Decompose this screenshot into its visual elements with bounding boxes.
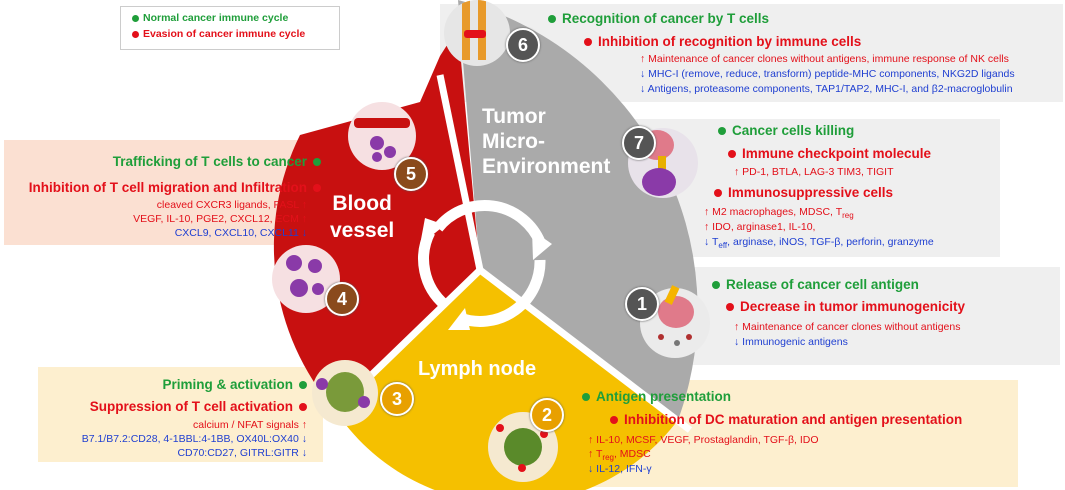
blood-vessel-label: Blood vessel xyxy=(330,192,395,242)
step-4-number: 4 xyxy=(325,282,359,316)
step2-normal: Antigen presentation xyxy=(582,389,731,404)
step3-evasion: Suppression of T cell activation xyxy=(90,399,307,414)
step3-normal: Priming & activation xyxy=(162,377,307,392)
step7-normal: Cancer cells killing xyxy=(718,123,854,138)
lymph-node-sector xyxy=(335,270,678,490)
step7-evasion: Immune checkpoint molecule xyxy=(728,146,931,161)
step5-detail-3: CXCL9, CXCL10, CXCL11 ↓ xyxy=(174,227,307,239)
step1-normal: Release of cancer cell antigen xyxy=(712,277,919,292)
red-dot-icon xyxy=(313,184,321,193)
step7-evasion-2: Immunosuppressive cells xyxy=(714,185,893,200)
green-dot-icon xyxy=(132,14,139,22)
panel-step3 xyxy=(38,367,323,462)
tme-label: Tumor Micro- Environment xyxy=(482,105,611,178)
step3-detail-1: calcium / NFAT signals ↑ xyxy=(193,419,307,431)
legend-normal: Normal cancer immune cycle xyxy=(132,12,288,24)
red-dot-icon xyxy=(610,416,618,425)
green-dot-icon xyxy=(718,127,726,136)
legend-evasion: Evasion of cancer immune cycle xyxy=(132,28,305,40)
step7-detail2-2: ↑ IDO, arginase1, IL-10, xyxy=(704,221,816,233)
green-dot-icon xyxy=(582,393,590,402)
red-dot-icon xyxy=(584,38,592,47)
step-5-number: 5 xyxy=(394,157,428,191)
step6-normal: Recognition of cancer by T cells xyxy=(548,11,769,26)
red-dot-icon xyxy=(132,30,139,38)
step5-detail-1: cleaved CXCR3 ligands, FASL ↑ xyxy=(156,199,307,211)
step2-detail-1: ↑ IL-10, MCSF, VEGF, Prostaglandin, TGF-… xyxy=(588,434,819,446)
step6-detail-3: ↓ Antigens, proteasome components, TAP1/… xyxy=(640,83,1013,95)
step7-detail2-3: ↓ Teff, arginase, iNOS, TGF-β, perforin,… xyxy=(704,236,934,251)
step1-detail-2: ↓ Immunogenic antigens xyxy=(734,336,848,348)
step-6-number: 6 xyxy=(506,28,540,62)
green-dot-icon xyxy=(548,15,556,24)
cycle-arrows-icon xyxy=(418,200,546,327)
step2-detail-2: ↑ Treg, MDSC xyxy=(588,448,651,463)
t-cell-recognition-illustration xyxy=(444,0,510,66)
step-2-number: 2 xyxy=(530,398,564,432)
step7-detail-1: ↑ PD-1, BTLA, LAG-3 TIM3, TIGIT xyxy=(734,166,894,178)
step2-evasion: Inhibition of DC maturation and antigen … xyxy=(610,412,962,427)
step6-evasion: Inhibition of recognition by immune cell… xyxy=(584,34,861,49)
step5-normal: Trafficking of T cells to cancer xyxy=(113,154,321,169)
step3-detail-3: CD70:CD27, GITRL:GITR ↓ xyxy=(177,447,307,459)
green-dot-icon xyxy=(712,281,720,290)
step-3-number: 3 xyxy=(380,382,414,416)
step-7-number: 7 xyxy=(622,126,656,160)
green-dot-icon xyxy=(313,158,321,167)
step5-detail-2: VEGF, IL-10, PGE2, CXCL12, ECM ↑ xyxy=(133,213,307,225)
red-dot-icon xyxy=(726,303,734,312)
step-1-number: 1 xyxy=(625,287,659,321)
step1-evasion: Decrease in tumor immunogenicity xyxy=(726,299,965,314)
step5-evasion: Inhibition of T cell migration and Infil… xyxy=(29,180,321,195)
red-dot-icon xyxy=(714,189,722,198)
antigen-release-illustration xyxy=(640,285,710,358)
priming-activation-illustration xyxy=(312,360,378,426)
step3-detail-2: B7.1/B7.2:CD28, 4-1BBL:4-1BB, OX40L:OX40… xyxy=(81,433,307,445)
step6-detail-2: ↓ MHC-I (remove, reduce, transform) pept… xyxy=(640,68,1015,80)
legend-box xyxy=(120,6,340,50)
step7-detail2-1: ↑ M2 macrophages, MDSC, Treg xyxy=(704,206,854,221)
red-dot-icon xyxy=(728,150,736,159)
lymph-node-label: Lymph node xyxy=(418,358,537,380)
step6-detail-1: ↑ Maintenance of cancer clones without a… xyxy=(640,53,1009,65)
red-dot-icon xyxy=(299,403,307,412)
green-dot-icon xyxy=(299,381,307,390)
step2-detail-3: ↓ IL-12, IFN-γ xyxy=(588,463,652,475)
step1-detail-1: ↑ Maintenance of cancer clones without a… xyxy=(734,321,961,333)
blood-vessel-sector xyxy=(273,28,480,410)
